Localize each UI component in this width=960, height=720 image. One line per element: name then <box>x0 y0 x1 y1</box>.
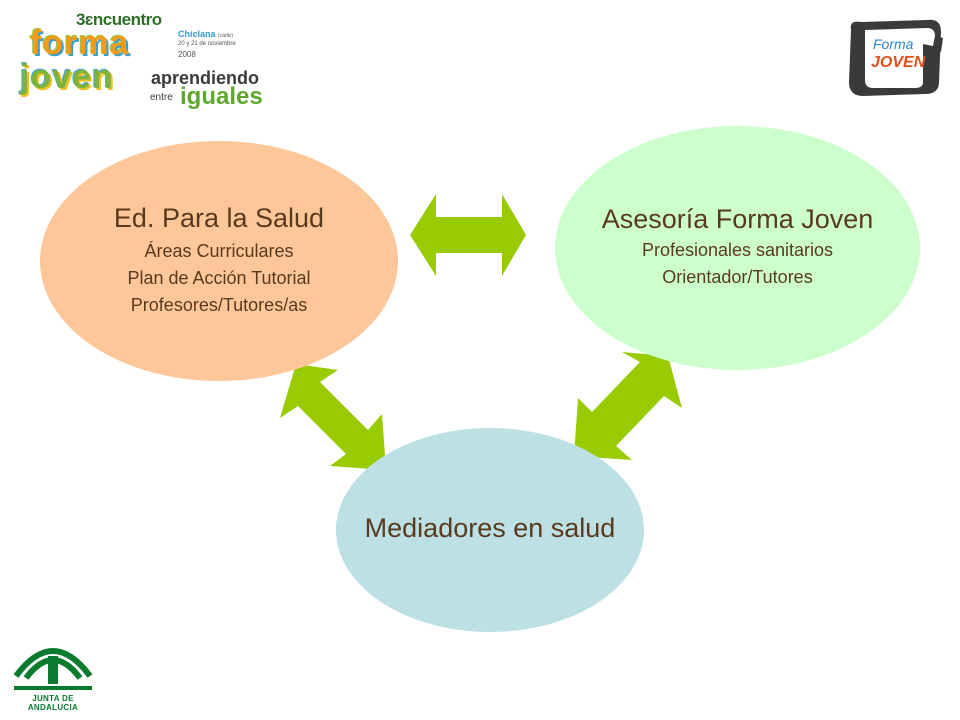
node-mediadores-title: Mediadores en salud <box>364 512 616 543</box>
encuentro-dates: 20 y 21 de noviembre <box>178 41 236 47</box>
encuentro-title: 3ɛncuentro <box>76 10 162 29</box>
badge-shape-icon <box>849 19 943 96</box>
arrow-salud-asesoria-icon <box>410 194 526 276</box>
encuentro-year: 2008 <box>178 50 196 59</box>
node-salud-line: Plan de Acción Tutorial <box>127 268 311 288</box>
encuentro-city-note: (cádiz) <box>218 33 234 39</box>
badge-joven-text: JOVEN <box>871 54 926 71</box>
node-asesoria-line: Profesionales sanitarios <box>641 240 834 260</box>
node-mediadores-en-salud: Mediadores en salud <box>336 428 644 632</box>
node-asesoria-title: Asesoría Forma Joven <box>601 204 874 234</box>
node-asesoria-line: Orientador/Tutores <box>662 267 813 287</box>
encuentro-logo: 3ɛncuentro forma joven Chiclana (cádiz) … <box>18 10 286 110</box>
node-ed-para-la-salud: Ed. Para la Salud Áreas Curriculares Pla… <box>40 141 398 381</box>
encuentro-city: Chiclana (cádiz) <box>178 29 233 41</box>
node-salud-line: Áreas Curriculares <box>144 241 294 261</box>
junta-de-andalucia-logo: JUNTA DE ANDALUCIA <box>10 632 96 712</box>
encuentro-forma-word: forma <box>30 24 130 62</box>
badge-forma-text: Forma <box>873 36 914 52</box>
encuentro-city-name: Chiclana <box>178 29 216 39</box>
encuentro-tagline-entre: entre <box>150 92 173 103</box>
junta-label: JUNTA DE ANDALUCIA <box>27 694 79 712</box>
arrow-salud-mediadores-icon <box>280 364 386 470</box>
node-salud-title: Ed. Para la Salud <box>113 203 325 233</box>
forma-joven-badge-logo: Forma JOVEN <box>843 16 947 98</box>
encuentro-tagline-iguales: iguales <box>180 83 263 110</box>
encuentro-tagline-aprendiendo: aprendiendo <box>151 68 260 88</box>
node-asesoria-forma-joven: Asesoría Forma Joven Profesionales sanit… <box>555 126 920 370</box>
encuentro-joven-word: joven <box>20 58 114 96</box>
node-salud-line: Profesores/Tutores/as <box>130 295 308 315</box>
arrow-asesoria-mediadores-icon <box>574 352 682 460</box>
junta-emblem-icon <box>13 648 93 690</box>
